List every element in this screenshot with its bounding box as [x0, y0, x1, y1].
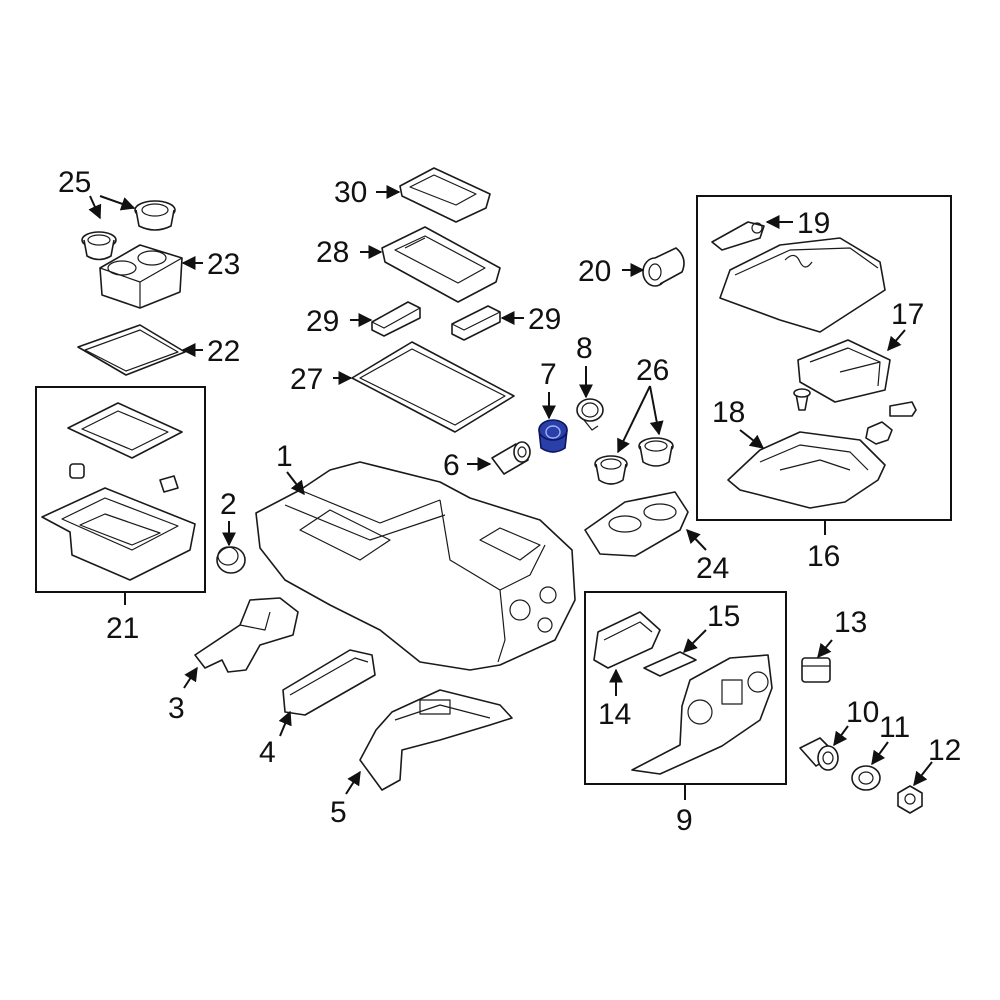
part-8-clip-ring[interactable] [576, 398, 604, 431]
part-17-pin[interactable] [889, 401, 917, 417]
part-14-bracket[interactable] [593, 611, 661, 669]
callout-9: 9 [676, 804, 693, 837]
part-15-pad[interactable] [643, 651, 697, 677]
part-28-tray[interactable] [381, 226, 501, 303]
callout-10: 10 [846, 696, 879, 729]
callout-4: 4 [259, 736, 276, 769]
callout-29-right: 29 [528, 303, 561, 336]
callout-13: 13 [834, 606, 867, 639]
callout-5: 5 [330, 796, 347, 829]
part-3-bracket[interactable] [194, 597, 299, 673]
part-30-small-tray[interactable] [399, 167, 491, 223]
part-4-bracket[interactable] [282, 649, 376, 716]
part-25-cup-inserts[interactable] [81, 200, 176, 261]
callout-6: 6 [443, 449, 460, 482]
callout-1: 1 [276, 440, 293, 473]
part-29-clip-left[interactable] [371, 301, 421, 337]
part-5-bracket[interactable] [359, 689, 513, 791]
callout-15: 15 [707, 600, 740, 633]
part-10-socket[interactable] [799, 737, 839, 771]
callout-12: 12 [928, 734, 961, 767]
callout-17: 17 [891, 298, 924, 331]
part-17-nut[interactable] [865, 421, 893, 445]
part-22-mat[interactable] [77, 324, 186, 376]
callout-11: 11 [879, 711, 910, 744]
part-29-clip-right[interactable] [451, 305, 501, 341]
callout-2: 2 [220, 488, 237, 521]
part-26-cup-inserts[interactable] [594, 437, 674, 485]
callout-23: 23 [207, 248, 240, 281]
callout-18: 18 [712, 396, 745, 429]
callout-29-left: 29 [306, 305, 339, 338]
group-box-21 [35, 386, 206, 593]
callout-20: 20 [578, 255, 611, 288]
callout-8: 8 [576, 332, 593, 365]
part-17-screw[interactable] [793, 388, 811, 411]
part-2-cap[interactable] [216, 546, 246, 574]
callout-3: 3 [168, 692, 185, 725]
leader-lines [88, 185, 933, 800]
part-23-cup-holder[interactable] [99, 244, 183, 309]
callout-28: 28 [316, 236, 349, 269]
callout-27: 27 [290, 363, 323, 396]
part-21-bin-assembly[interactable] [41, 402, 196, 581]
callout-24: 24 [696, 552, 729, 585]
part-16-armrest-lid[interactable] [719, 237, 886, 333]
callout-21: 21 [106, 612, 139, 645]
part-1-console-body[interactable] [255, 461, 576, 671]
callout-labels: 25 23 22 21 2 1 3 4 5 30 28 29 29 27 6 7… [58, 166, 961, 837]
callout-14: 14 [598, 698, 631, 731]
callout-22: 22 [207, 335, 240, 368]
callout-19: 19 [797, 207, 830, 240]
part-9-bezel[interactable] [631, 654, 773, 775]
part-7-highlighted-ring[interactable] [538, 419, 568, 453]
callout-25: 25 [58, 166, 91, 199]
part-12-nut[interactable] [897, 785, 923, 814]
callout-16: 16 [807, 540, 840, 573]
part-6-socket[interactable] [491, 441, 531, 475]
callout-26: 26 [636, 354, 669, 387]
callout-30: 30 [334, 176, 367, 209]
part-27-lid-panel[interactable] [351, 341, 515, 433]
part-20-connector[interactable] [642, 247, 685, 287]
part-11-nut[interactable] [851, 765, 881, 791]
callout-7: 7 [540, 358, 557, 391]
part-24-cup-holder-trim[interactable] [584, 491, 689, 557]
part-17-hinge[interactable] [797, 339, 891, 403]
part-19-latch[interactable] [711, 221, 765, 251]
part-18-base[interactable] [727, 431, 886, 509]
part-13-switch[interactable] [801, 657, 831, 683]
